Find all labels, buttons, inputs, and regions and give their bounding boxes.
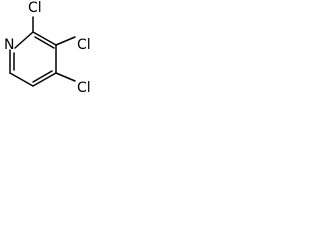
bond-c4-c5-inner <box>32 70 53 83</box>
atom-cl-2: Cl <box>28 0 42 16</box>
atom-cl-4: Cl <box>77 80 91 96</box>
atom-n: N <box>4 37 14 53</box>
bond-c5-c6 <box>9 72 34 87</box>
substituent-bonds <box>32 16 76 82</box>
ring-bonds <box>9 31 57 87</box>
bond-c4-cl <box>55 72 76 82</box>
atom-cl-3: Cl <box>77 37 91 53</box>
bond-c2-c3-inner <box>34 36 55 49</box>
bond-n-c2 <box>14 31 34 49</box>
bond-c4-c5 <box>32 72 57 87</box>
bond-c2-c3 <box>32 31 57 46</box>
structure-diagram: N Cl Cl Cl <box>4 0 91 96</box>
atom-labels: N Cl Cl Cl <box>4 0 91 96</box>
bond-c3-cl <box>55 36 76 46</box>
